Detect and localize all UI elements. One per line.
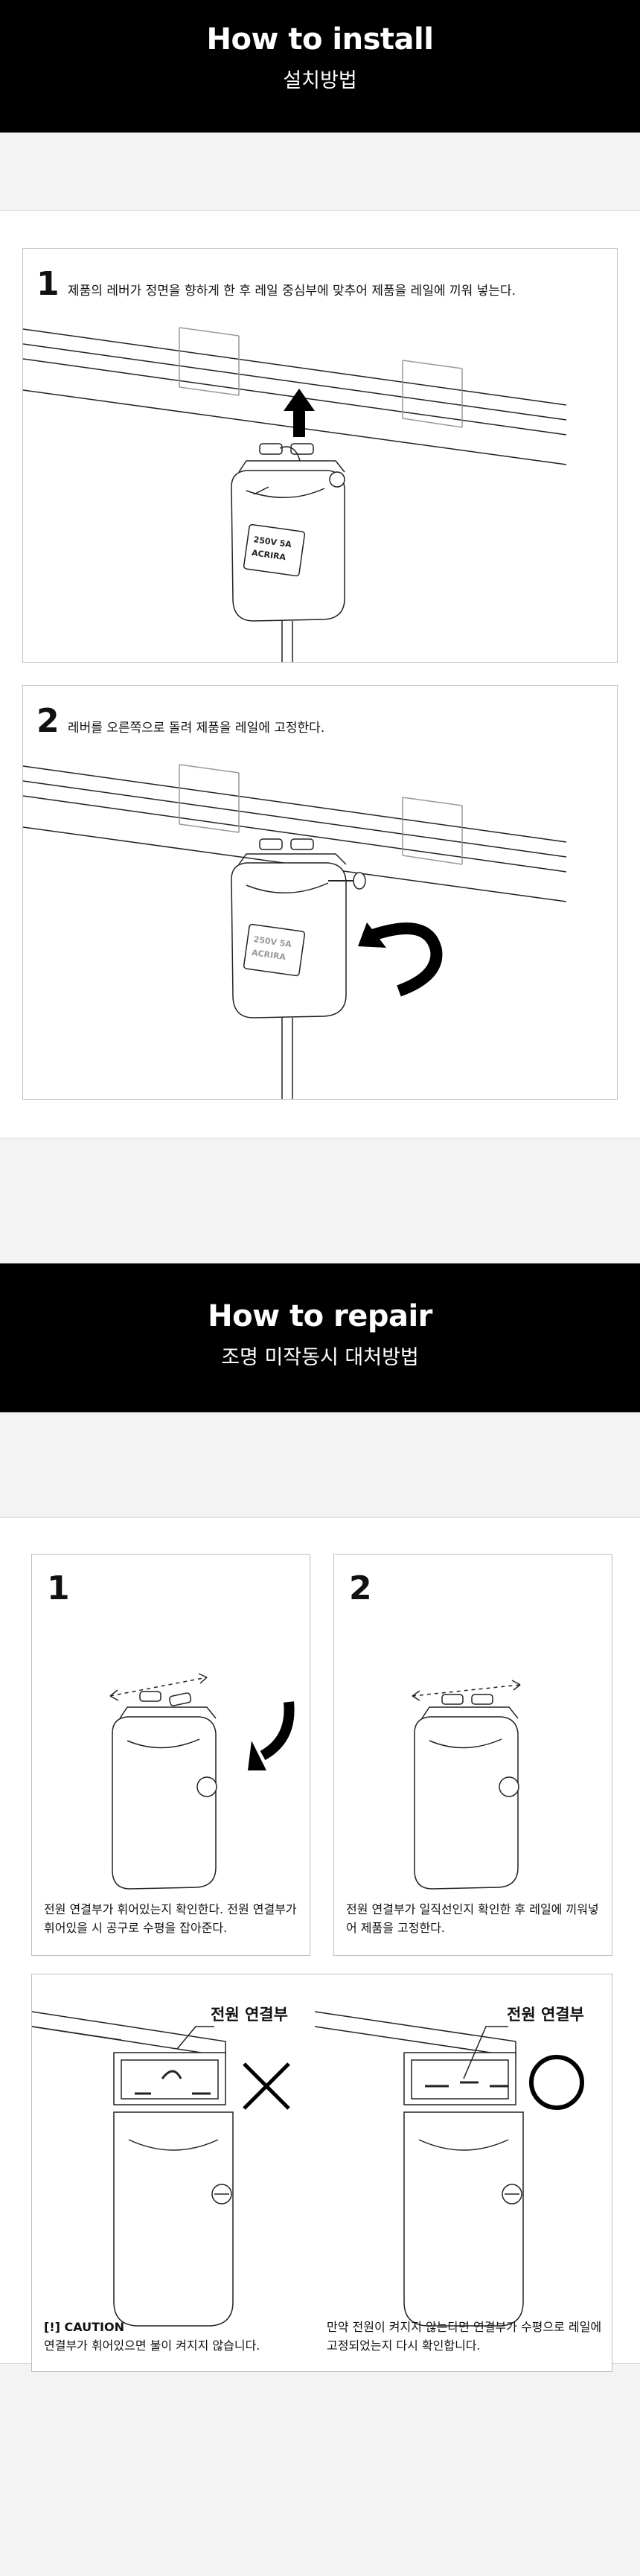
caution-title: [!] CAUTION [44,2320,124,2334]
caution-block: [!] CAUTION 연결부가 휘어있으면 불이 켜지지 않습니다. [44,2318,301,2356]
power-connector-label-left: 전원 연결부 [211,2006,288,2024]
install-step-2-illustration: 250V 5A ACRIRA [23,764,567,1099]
repair-step-1-card: 1 전원 연결부가 휘어있는지 확인한다. 전원 연결부가 휘어있을 시 공구로… [31,1554,310,1956]
repair-subtitle: 조명 미작동시 대처방법 [221,1346,419,1369]
step-number: 2 [349,1569,372,1607]
install-panel: 1 제품의 레버가 정면을 향하게 한 후 레일 중심부에 맞추어 제품을 레일… [0,210,640,1138]
right-practice-text: 만약 전원이 켜지지 않는다면 연결부가 수평으로 레일에 고정되었는지 다시 … [327,2320,602,2353]
caution-text: 연결부가 휘어있으면 불이 켜지지 않습니다. [44,2338,260,2353]
repair-panel: 1 전원 연결부가 휘어있는지 확인한다. 전원 연결부가 휘어있을 시 공구로… [0,1517,640,2372]
repair-title: How to repair [208,1299,432,1333]
install-header: How to install 설치방법 [0,0,640,133]
repair-compare-card: 전원 연결부 전원 연결부 [!] CAUTION 연결부가 휘어있으면 불이 … [31,1974,612,2372]
install-step-2-card: 2 레버를 오른쪽으로 돌려 제품을 레일에 고정한다. [22,685,618,1100]
repair-step-2-illustration [412,1680,521,1890]
step-number: 1 [47,1569,70,1607]
step-caption: 전원 연결부가 일직선인지 확인한 후 레일에 끼워넣어 제품을 고정한다. [346,1902,599,1935]
step-number: 1 [36,265,60,303]
product-label-line-2: ACRIRA [251,948,287,962]
step-number: 2 [36,702,60,740]
repair-step-1-illustration [109,1673,295,1890]
product-label-line-2: ACRIRA [251,548,287,562]
install-title: How to install [206,22,434,57]
step-instruction: 레버를 오른쪽으로 돌려 제품을 레일에 고정한다. [68,721,325,736]
repair-step-2-card: 2 전원 연결부가 일직선인지 확인한 후 레일에 끼워넣어 제품을 고정한다. [333,1554,612,1956]
compare-illustration [32,2011,584,2327]
power-connector-label-right: 전원 연결부 [507,2006,584,2024]
repair-header: How to repair 조명 미작동시 대처방법 [0,1263,640,1412]
install-step-1-card: 1 제품의 레버가 정면을 향하게 한 후 레일 중심부에 맞추어 제품을 레일… [22,248,618,663]
install-step-1-illustration: 250V 5A ACRIRA [23,327,567,662]
step-caption: 전원 연결부가 휘어있는지 확인한다. 전원 연결부가 휘어있을 시 공구로 수… [44,1902,297,1935]
step-instruction: 제품의 레버가 정면을 향하게 한 후 레일 중심부에 맞추어 제품을 레일에 … [68,284,516,299]
install-subtitle: 설치방법 [283,69,357,92]
